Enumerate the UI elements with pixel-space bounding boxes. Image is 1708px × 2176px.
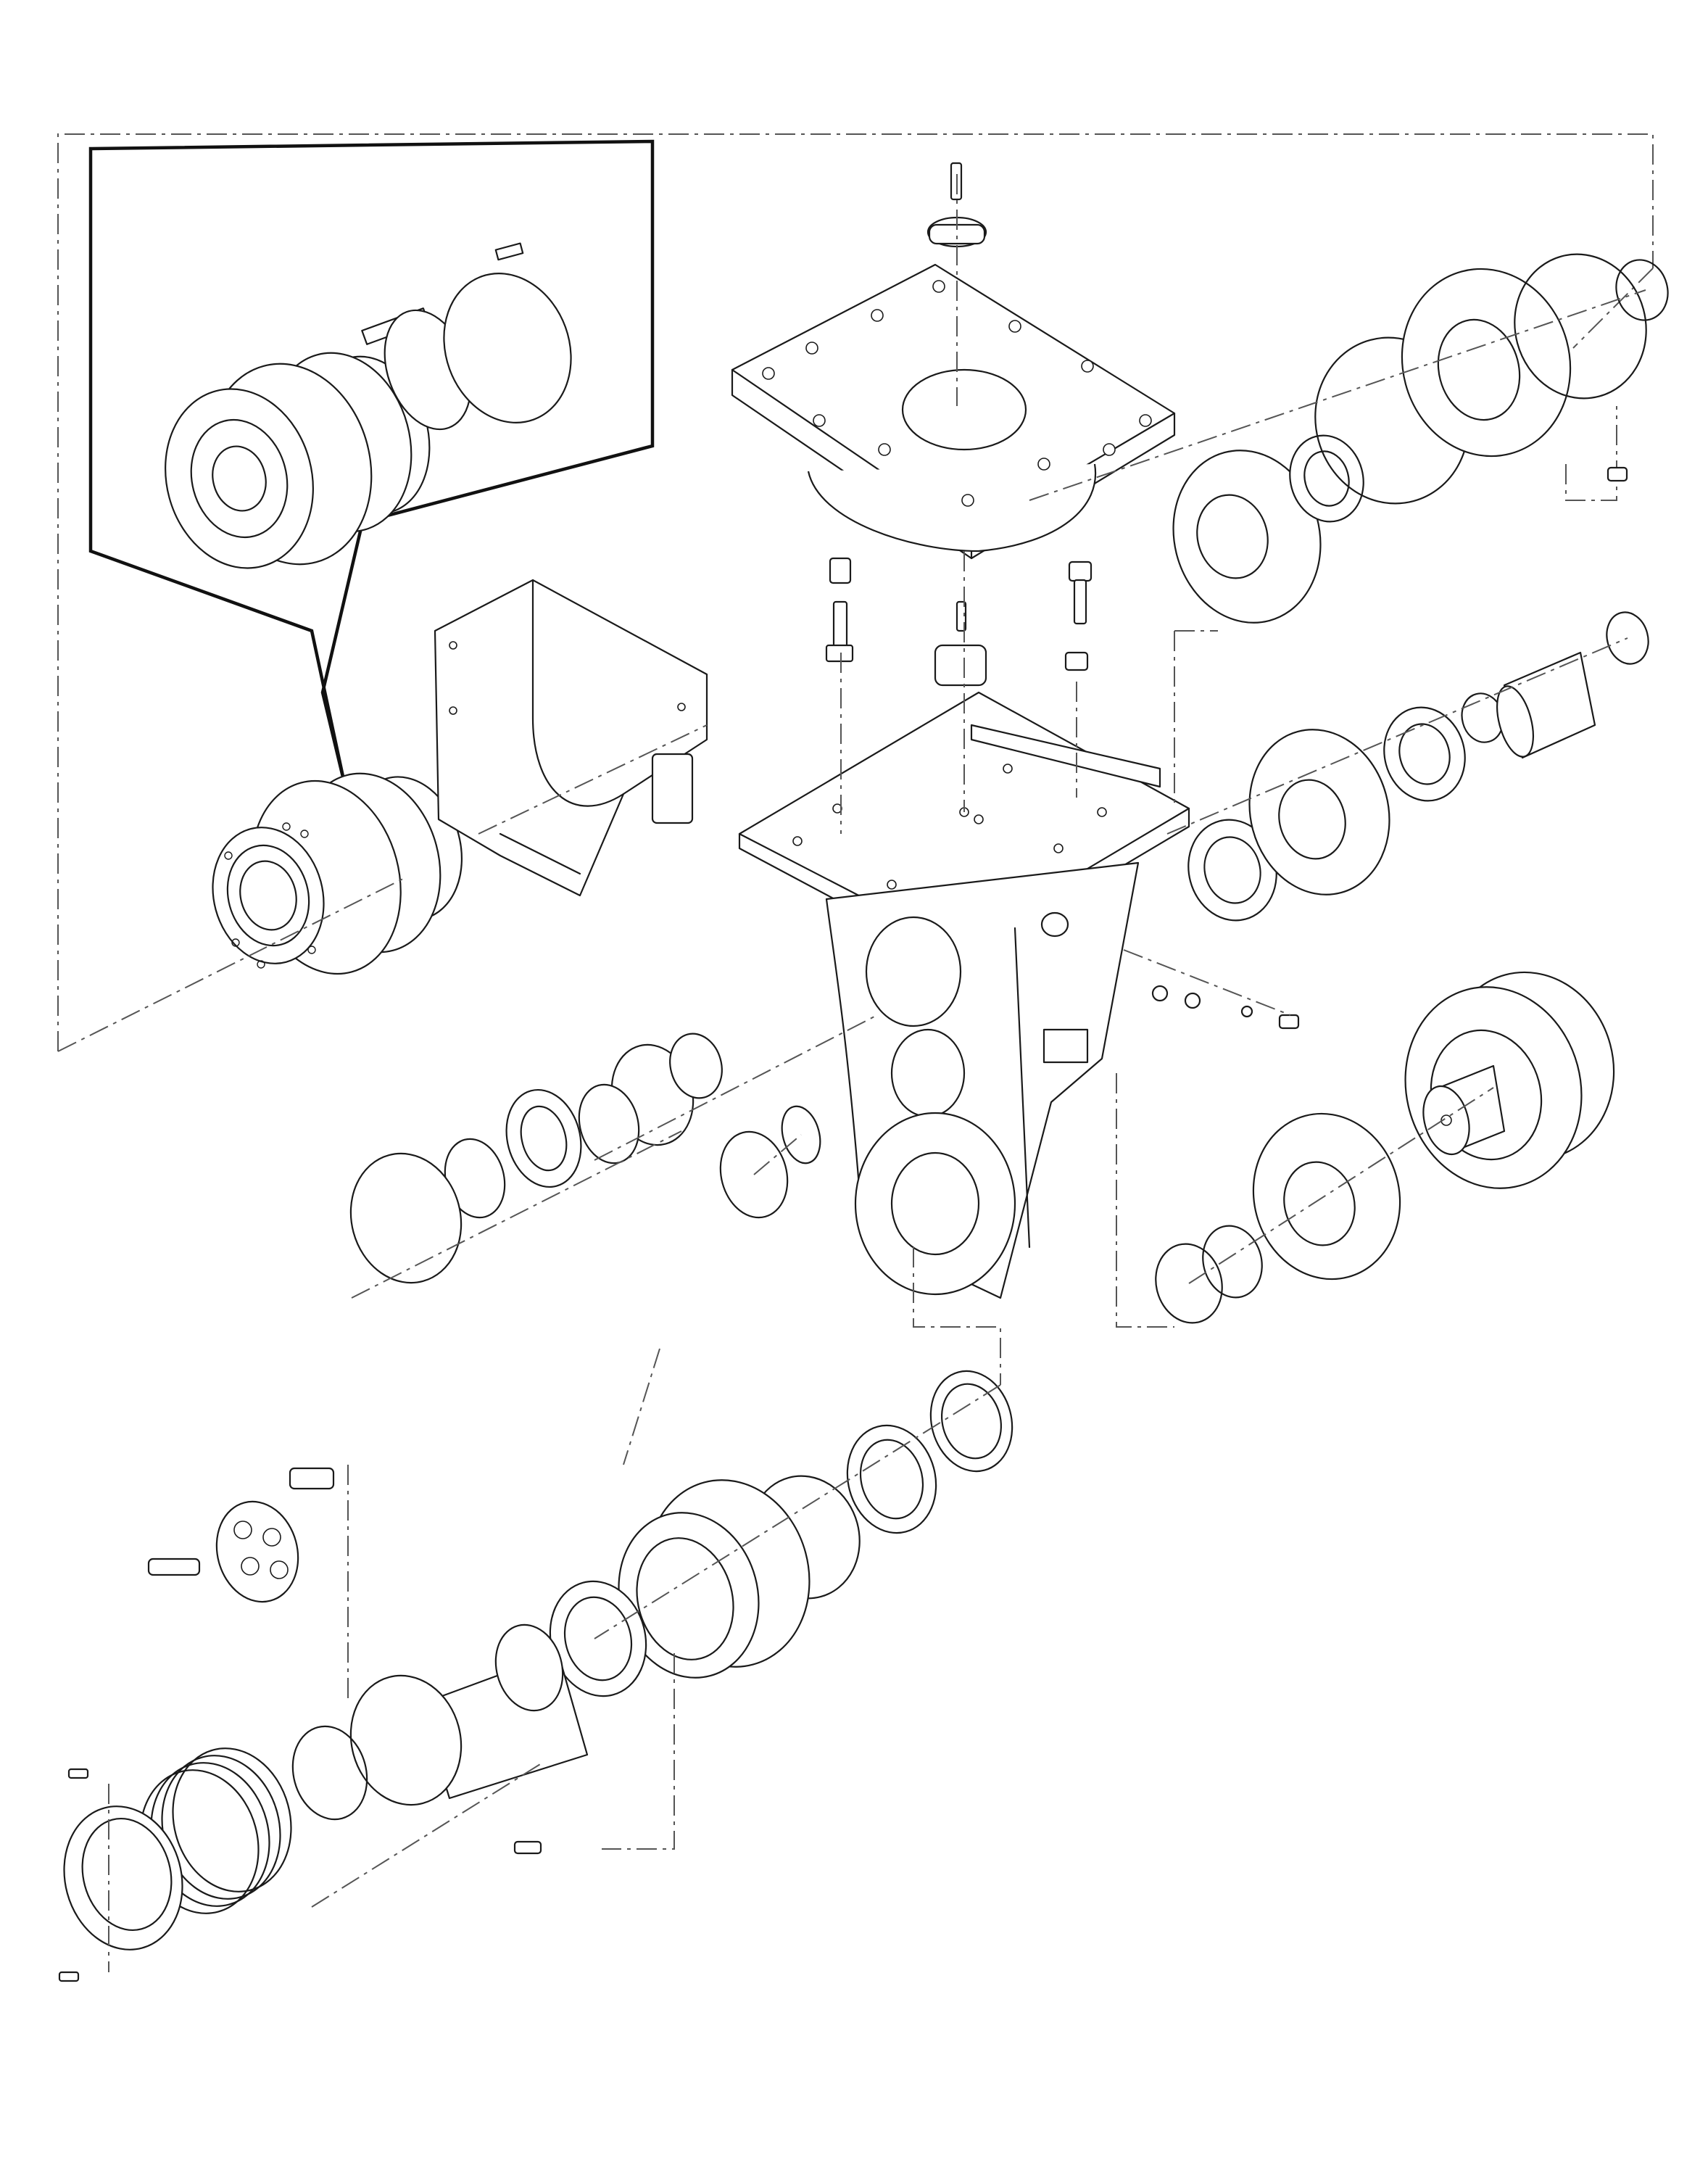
lower-hub-assembly xyxy=(549,1370,1013,1697)
upper-right-bearing-stack xyxy=(1172,253,1669,624)
gear-guard xyxy=(434,579,708,897)
drive-shaft-stack xyxy=(349,1033,821,1284)
mounting-plate xyxy=(731,162,1176,560)
planet-carrier-assembly xyxy=(58,1467,589,1982)
bolt-set-upper xyxy=(825,557,1093,687)
hydraulic-motor xyxy=(212,772,463,975)
assembly-boundary-line xyxy=(57,133,1654,1051)
wheel-hub-assembly xyxy=(1151,971,1615,1324)
inset-motor-drawing xyxy=(165,242,572,569)
centerlines xyxy=(57,174,1646,1972)
right-middle-shaft-stack xyxy=(1187,611,1649,922)
detail-inset xyxy=(88,139,655,784)
